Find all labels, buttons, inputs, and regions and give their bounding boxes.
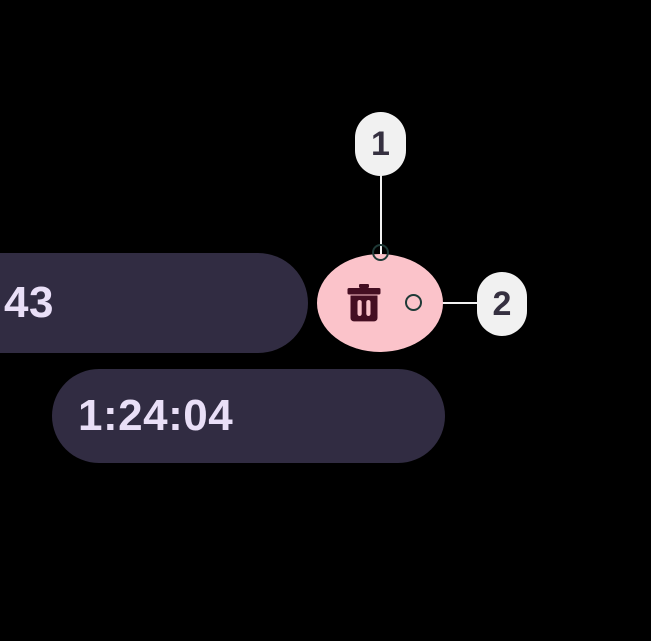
duration-pill[interactable]: 1:24:04 <box>52 369 445 463</box>
step-badge-2[interactable]: 2 <box>477 272 527 336</box>
count-pill[interactable]: 43 <box>0 253 308 353</box>
connector-line-step-2 <box>418 302 480 304</box>
trash-icon <box>347 284 381 322</box>
connector-line-step-1 <box>380 174 382 254</box>
step-badge-1[interactable]: 1 <box>355 112 406 176</box>
anchor-ring-right[interactable] <box>405 294 422 311</box>
duration-pill-label: 1:24:04 <box>78 391 234 440</box>
count-pill-label: 43 <box>4 278 54 327</box>
delete-action-bubble[interactable] <box>317 254 443 352</box>
anchor-ring-top[interactable] <box>372 244 389 261</box>
